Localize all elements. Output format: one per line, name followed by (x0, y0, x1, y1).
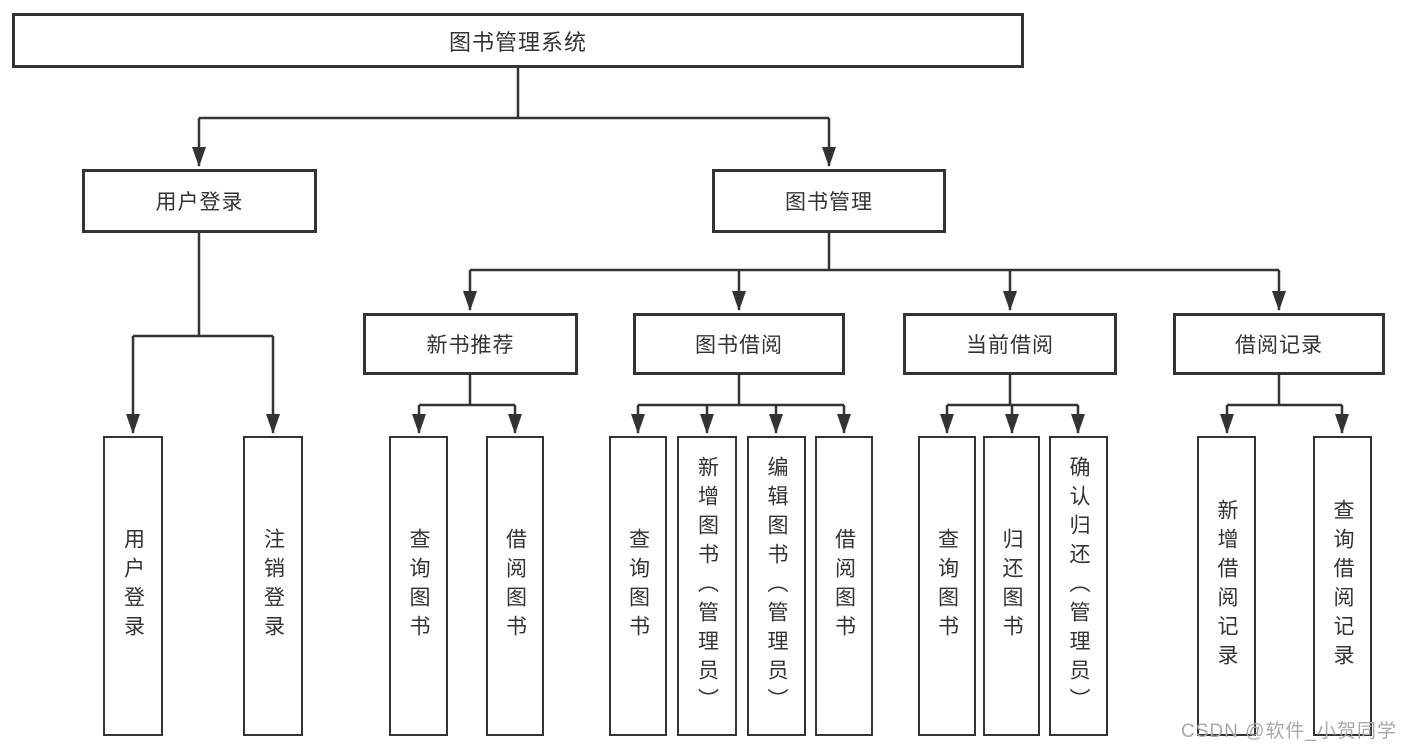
leaf-user-login-label: 用户登录 (121, 528, 145, 644)
leaf-logout: 注销登录 (243, 436, 303, 736)
leaf-return-books-label: 归还图书 (1000, 528, 1023, 644)
leaf-query-books-2-label: 查询图书 (626, 528, 650, 644)
node-root-library-management-system: 图书管理系统 (12, 13, 1024, 68)
node-user-login-branch-label: 用户登录 (155, 191, 244, 214)
leaf-borrow-books-1: 借阅图书 (486, 436, 544, 736)
leaf-confirm-return-admin-label: 确认归还（管理员） (1067, 455, 1090, 717)
node-user-login-branch: 用户登录 (82, 169, 317, 233)
leaf-edit-books-admin: 编辑图书（管理员） (747, 436, 806, 736)
leaf-borrow-books-2: 借阅图书 (815, 436, 873, 736)
leaf-borrow-books-1-label: 借阅图书 (503, 528, 527, 644)
leaf-query-books-3-label: 查询图书 (935, 528, 959, 644)
leaf-borrow-books-2-label: 借阅图书 (832, 528, 856, 644)
leaf-confirm-return-admin: 确认归还（管理员） (1049, 436, 1108, 736)
leaf-add-borrow-record-label: 新增借阅记录 (1215, 499, 1238, 673)
node-new-book-recommendation: 新书推荐 (363, 313, 578, 375)
leaf-query-books-2: 查询图书 (609, 436, 667, 736)
leaf-add-books-admin-label: 新增图书（管理员） (695, 455, 719, 717)
leaf-query-books-1-label: 查询图书 (407, 528, 430, 644)
leaf-return-books: 归还图书 (983, 436, 1040, 736)
leaf-add-borrow-record: 新增借阅记录 (1197, 436, 1256, 736)
node-root-label: 图书管理系统 (448, 29, 587, 55)
leaf-query-borrow-record-label: 查询借阅记录 (1331, 499, 1354, 673)
leaf-query-books-3: 查询图书 (918, 436, 976, 736)
node-borrowing-records-label: 借阅记录 (1235, 334, 1323, 357)
node-book-borrowing-label: 图书借阅 (695, 334, 783, 357)
node-book-management-branch: 图书管理 (712, 169, 946, 233)
leaf-query-books-1: 查询图书 (389, 436, 448, 736)
node-current-borrowing-label: 当前借阅 (966, 334, 1054, 357)
node-book-management-branch-label: 图书管理 (785, 191, 873, 214)
node-new-book-recommendation-label: 新书推荐 (426, 334, 515, 357)
leaf-add-books-admin: 新增图书（管理员） (677, 436, 737, 736)
leaf-edit-books-admin-label: 编辑图书（管理员） (765, 455, 788, 717)
leaf-logout-label: 注销登录 (261, 528, 285, 644)
node-borrowing-records: 借阅记录 (1173, 313, 1385, 375)
node-book-borrowing: 图书借阅 (633, 313, 845, 375)
node-current-borrowing: 当前借阅 (903, 313, 1117, 375)
csdn-watermark: CSDN @软件_小贺同学 (1181, 721, 1397, 742)
leaf-query-borrow-record: 查询借阅记录 (1313, 436, 1372, 736)
leaf-user-login: 用户登录 (103, 436, 163, 736)
